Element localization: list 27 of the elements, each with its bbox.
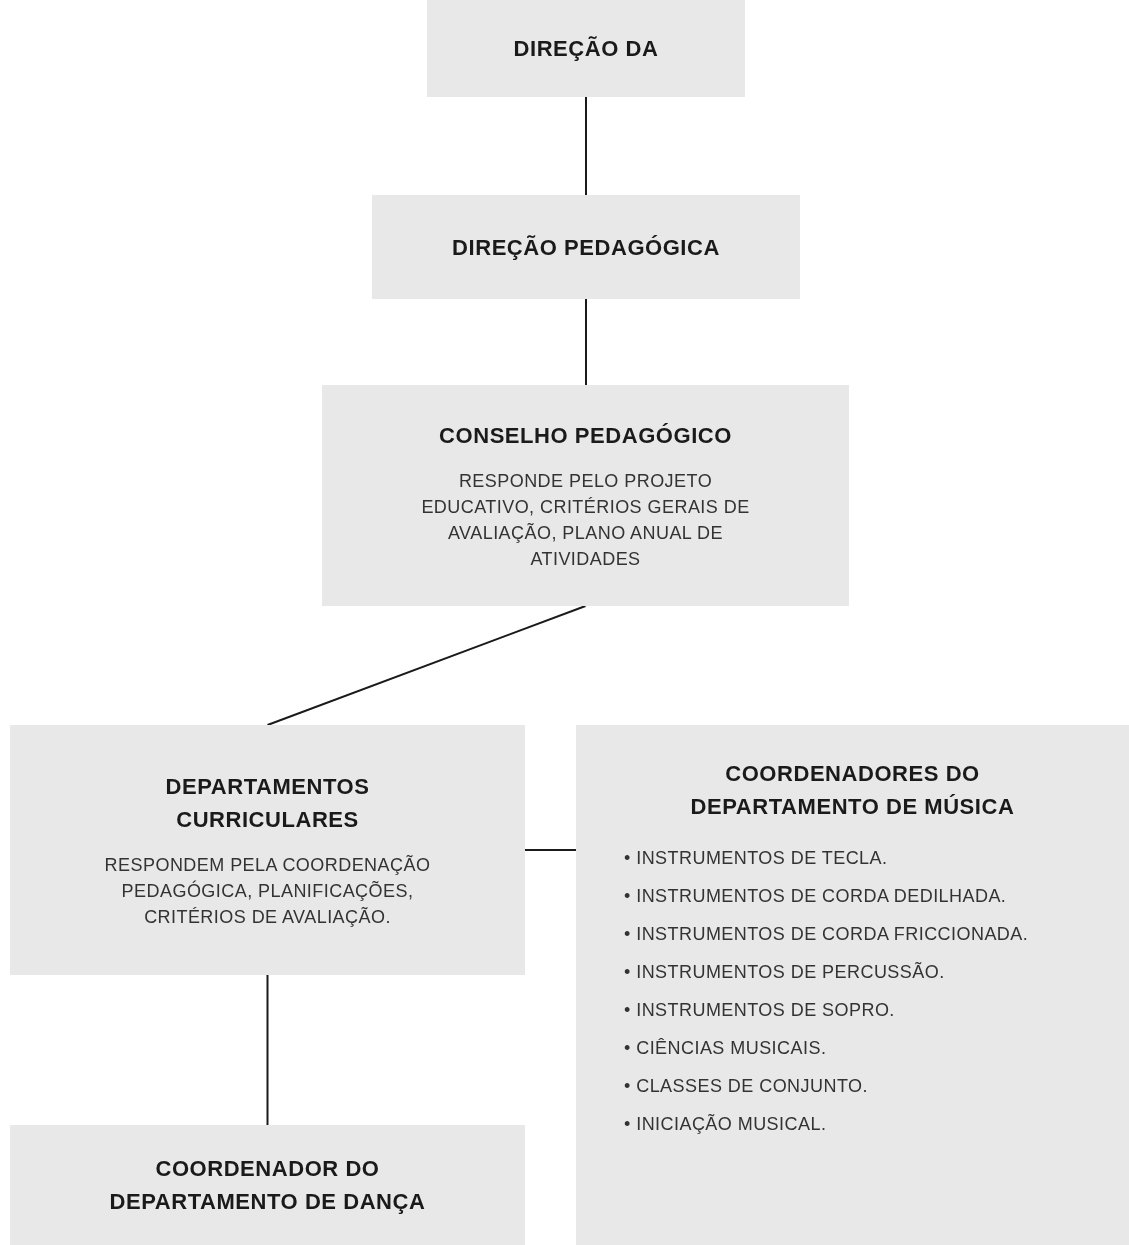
box-description: RESPONDE PELO PROJETO EDUCATIVO, CRITÉRIOS GERAIS DE AVALIAÇÃO, PLANO ANUAL DE ATIVIDADES [420, 470, 751, 571]
box-description: RESPONDEM PELA COORDENAÇÃO PEDAGÓGICA, PLANIFICAÇÕES, CRITÉRIOS DE AVALIAÇÃO. [103, 854, 432, 929]
box-heading: COORDENADORES DO DEPARTAMENTO DE MÚSICA [689, 760, 1016, 821]
box-heading: COORDENADOR DO DEPARTAMENTO DE DANÇA [108, 1155, 427, 1216]
list-item: • INSTRUMENTOS DE TECLA. [624, 847, 889, 869]
connector-line [524, 849, 577, 851]
list-item: • INICIAÇÃO MUSICAL. [624, 1113, 828, 1135]
box-heading: CONSELHO PEDAGÓGICO [439, 422, 732, 450]
box-heading: DIREÇÃO PEDAGÓGICA [452, 233, 720, 262]
org-box [10, 1125, 525, 1245]
connector-line [585, 298, 587, 386]
list-item: • INSTRUMENTOS DE SOPRO. [624, 999, 896, 1021]
org-box [372, 195, 800, 299]
connector-line [585, 96, 587, 196]
list-item: • INSTRUMENTOS DE PERCUSSÃO. [624, 961, 946, 983]
org-box [10, 725, 525, 975]
org-box [576, 725, 1129, 1245]
connector-line [266, 605, 587, 726]
box-heading: DEPARTAMENTOS CURRICULARES [164, 773, 371, 834]
connector-line [266, 974, 269, 1126]
org-box [427, 0, 745, 97]
list-item: • INSTRUMENTOS DE CORDA DEDILHADA. [624, 885, 1008, 907]
box-heading: DIREÇÃO DA [513, 35, 659, 63]
list-item: • CLASSES DE CONJUNTO. [624, 1075, 869, 1097]
list-item: • CIÊNCIAS MUSICAIS. [624, 1037, 828, 1059]
org-box [322, 385, 849, 606]
list-item: • INSTRUMENTOS DE CORDA FRICCIONADA. [624, 923, 1030, 945]
